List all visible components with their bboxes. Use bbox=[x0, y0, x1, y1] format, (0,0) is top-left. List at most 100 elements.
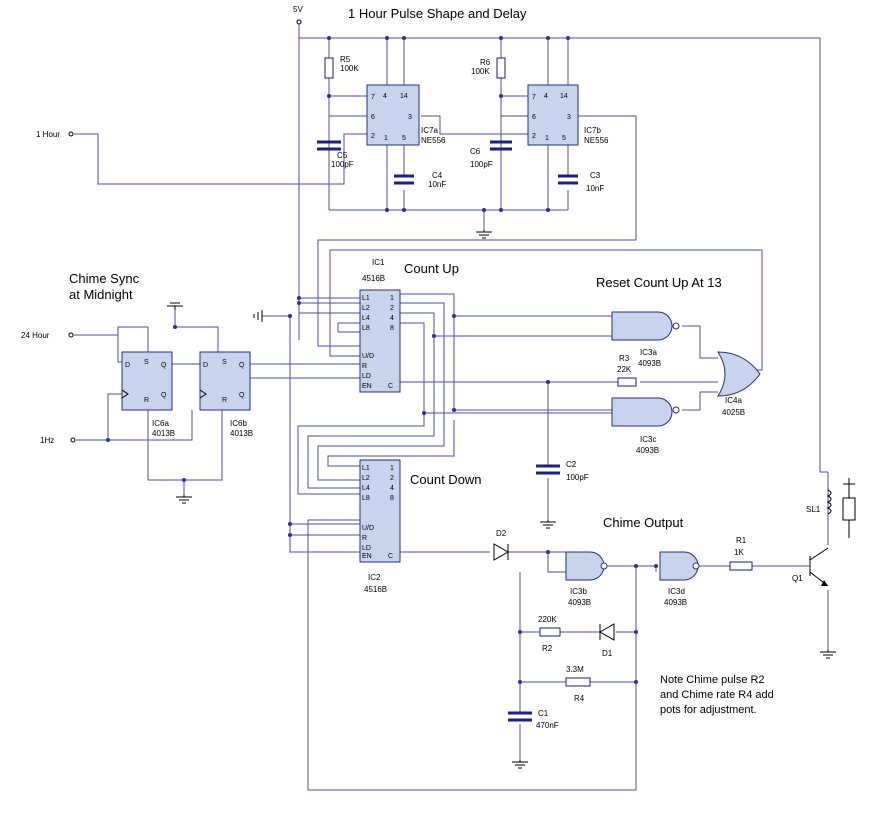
svg-text:Q: Q bbox=[239, 362, 245, 369]
svg-text:IC7b: IC7b bbox=[584, 126, 601, 135]
svg-text:R5: R5 bbox=[340, 55, 351, 64]
svg-text:C6: C6 bbox=[470, 147, 481, 156]
svg-text:IC1: IC1 bbox=[372, 258, 385, 267]
svg-text:LD: LD bbox=[362, 373, 371, 380]
title-chime-sync-2: at Midnight bbox=[69, 287, 133, 302]
svg-text:2: 2 bbox=[532, 133, 536, 140]
svg-text:NE556: NE556 bbox=[421, 136, 446, 145]
svg-text:4: 4 bbox=[544, 93, 548, 100]
svg-text:D: D bbox=[125, 362, 130, 369]
svg-text:100K: 100K bbox=[471, 67, 490, 76]
svg-text:1Hz: 1Hz bbox=[40, 436, 54, 445]
input-1-hour: 1 Hour bbox=[36, 130, 74, 139]
svg-text:7: 7 bbox=[371, 94, 375, 101]
svg-text:C1: C1 bbox=[538, 709, 549, 718]
capacitor-c5: C5 100pF bbox=[317, 140, 354, 169]
svg-text:2: 2 bbox=[390, 475, 394, 482]
solenoid-sl1: SL1 bbox=[806, 478, 856, 538]
svg-text:L4: L4 bbox=[362, 485, 370, 492]
svg-text:14: 14 bbox=[400, 93, 408, 100]
resistor-r4: 3.3M R4 bbox=[565, 665, 591, 703]
svg-text:5: 5 bbox=[562, 135, 566, 142]
svg-text:LD: LD bbox=[362, 545, 371, 552]
ground-symbol bbox=[167, 230, 836, 769]
transistor-q1: Q1 bbox=[792, 547, 829, 587]
svg-text:L2: L2 bbox=[362, 305, 370, 312]
svg-text:4093B: 4093B bbox=[568, 598, 591, 607]
svg-text:R3: R3 bbox=[619, 354, 630, 363]
capacitor-c2: C2 100pF bbox=[536, 460, 589, 482]
svg-text:C: C bbox=[388, 383, 393, 390]
svg-text:4025B: 4025B bbox=[722, 408, 745, 417]
svg-text:5V: 5V bbox=[293, 5, 303, 14]
svg-text:R: R bbox=[362, 363, 367, 370]
note-line-3: pots for adjustment. bbox=[660, 704, 757, 716]
resistor-r6: R6 100K bbox=[471, 57, 506, 79]
svg-text:4093B: 4093B bbox=[638, 359, 661, 368]
svg-text:IC4a: IC4a bbox=[725, 396, 742, 405]
svg-text:470nF: 470nF bbox=[536, 721, 559, 730]
svg-text:L8: L8 bbox=[362, 325, 370, 332]
gate-ic4a: IC4a 4025B bbox=[717, 351, 761, 417]
title-count-up: Count Up bbox=[404, 261, 459, 276]
svg-text:100pF: 100pF bbox=[470, 160, 493, 169]
wires bbox=[74, 22, 829, 791]
svg-text:R6: R6 bbox=[480, 58, 491, 67]
svg-text:1: 1 bbox=[545, 135, 549, 142]
resistor-r2: 220K R2 bbox=[538, 615, 561, 653]
svg-text:IC3c: IC3c bbox=[640, 435, 656, 444]
svg-text:S: S bbox=[222, 359, 227, 366]
title-chime-output: Chime Output bbox=[603, 515, 684, 530]
gate-ic3d: IC3d 4093B bbox=[659, 551, 700, 607]
svg-text:5: 5 bbox=[402, 135, 406, 142]
svg-text:D2: D2 bbox=[496, 529, 507, 538]
title-reset: Reset Count Up At 13 bbox=[596, 275, 722, 290]
svg-text:C5: C5 bbox=[337, 151, 348, 160]
svg-text:R2: R2 bbox=[542, 644, 553, 653]
svg-text:4: 4 bbox=[383, 93, 387, 100]
input-5v: 5V bbox=[293, 5, 303, 25]
svg-text:22K: 22K bbox=[617, 365, 632, 374]
svg-text:S: S bbox=[144, 359, 149, 366]
gate-ic3b: IC3b 4093B bbox=[565, 551, 608, 607]
svg-text:100pF: 100pF bbox=[566, 473, 589, 482]
svg-text:8: 8 bbox=[390, 325, 394, 332]
svg-text:L2: L2 bbox=[362, 475, 370, 482]
svg-text:7: 7 bbox=[532, 94, 536, 101]
svg-text:Q: Q bbox=[161, 362, 167, 369]
gate-ic3c: IC3c 4093B bbox=[611, 397, 680, 455]
svg-text:IC6b: IC6b bbox=[230, 419, 247, 428]
svg-text:R: R bbox=[222, 397, 227, 404]
svg-text:Q: Q bbox=[161, 392, 167, 399]
svg-text:U/D: U/D bbox=[362, 525, 374, 532]
svg-text:IC3a: IC3a bbox=[640, 348, 657, 357]
svg-text:C3: C3 bbox=[590, 171, 601, 180]
svg-text:1K: 1K bbox=[734, 548, 744, 557]
svg-text:3: 3 bbox=[408, 114, 412, 121]
capacitor-c1: C1 470nF bbox=[508, 709, 559, 730]
capacitor-c4: C4 10nF bbox=[394, 171, 446, 189]
input-24-hour: 24 Hour bbox=[21, 331, 74, 340]
svg-text:EN: EN bbox=[362, 383, 372, 390]
svg-text:D1: D1 bbox=[602, 649, 613, 658]
diode-d2: D2 bbox=[493, 529, 510, 561]
svg-text:U/D: U/D bbox=[362, 353, 374, 360]
title-chime-sync-1: Chime Sync bbox=[69, 271, 140, 286]
title-count-down: Count Down bbox=[410, 472, 482, 487]
svg-text:4: 4 bbox=[390, 485, 394, 492]
input-1hz: 1Hz bbox=[40, 436, 76, 445]
svg-text:24 Hour: 24 Hour bbox=[21, 331, 50, 340]
svg-text:R: R bbox=[362, 535, 367, 542]
resistor-r3: R3 22K bbox=[617, 354, 637, 387]
svg-text:L4: L4 bbox=[362, 315, 370, 322]
svg-text:3.3M: 3.3M bbox=[566, 665, 584, 674]
svg-text:L1: L1 bbox=[362, 465, 370, 472]
svg-text:C: C bbox=[388, 553, 393, 560]
title-pulse: 1 Hour Pulse Shape and Delay bbox=[348, 6, 527, 21]
